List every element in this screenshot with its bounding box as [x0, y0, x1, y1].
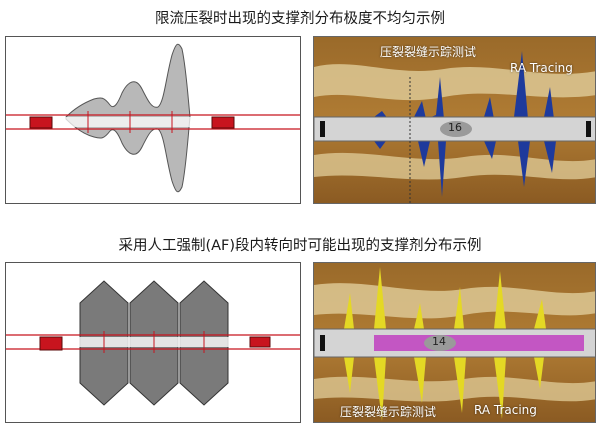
packer-left	[39, 336, 63, 351]
limited-entry-schematic	[5, 36, 301, 204]
bottom-tracer-image: 14 压裂裂缝示踪测试 RA Tracing	[313, 262, 596, 423]
uneven-proppant-drawing	[6, 43, 300, 193]
diverter-band	[374, 335, 584, 351]
diverted-proppant-drawing	[6, 280, 300, 406]
top-tracer-marker: 16	[448, 121, 462, 134]
bottom-tracer-drawing	[314, 263, 595, 422]
packer-right	[249, 336, 271, 348]
packer-right	[211, 116, 235, 129]
diversion-schematic	[5, 262, 301, 423]
bottom-tracer-marker: 14	[432, 335, 446, 348]
top-tracer-label-cn: 压裂裂缝示踪测试	[380, 45, 477, 59]
packer-left	[29, 116, 53, 129]
top-tracer-image: 16 压裂裂缝示踪测试 RA Tracing	[313, 36, 596, 204]
top-caption: 限流压裂时出现的支撑剂分布极度不均匀示例	[155, 11, 445, 27]
bottom-caption: 采用人工强制(AF)段内转向时可能出现的支撑剂分布示例	[118, 238, 482, 254]
top-tracer-label-en: RA Tracing	[510, 61, 573, 75]
bottom-tracer-label-cn: 压裂裂缝示踪测试	[340, 405, 437, 419]
top-tracer-drawing	[314, 37, 595, 203]
bottom-tracer-label-en: RA Tracing	[474, 403, 537, 417]
